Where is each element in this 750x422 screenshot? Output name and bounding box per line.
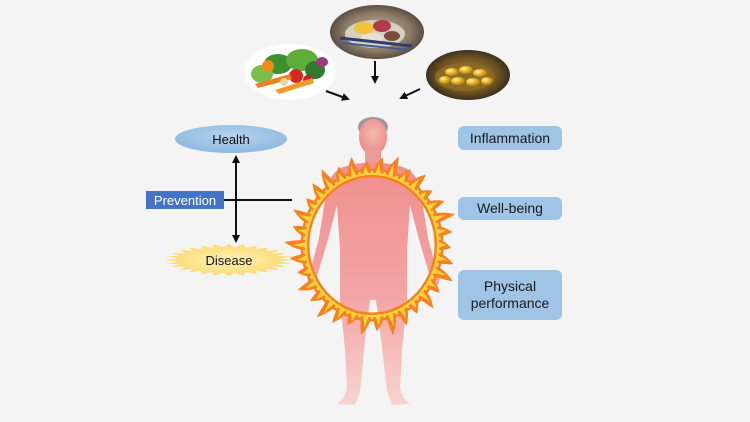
flame-core (375, 316, 381, 326)
flame-core (324, 301, 334, 313)
vegetables-image (244, 44, 336, 100)
wellbeing-label: Well-being (477, 200, 543, 216)
flame-core (292, 242, 305, 248)
flame-core (305, 280, 317, 289)
health-ellipse: Health (175, 125, 287, 153)
physical-label-line2: performance (470, 295, 550, 311)
flame-core (419, 191, 427, 199)
flame-tongue (289, 253, 308, 264)
flame-tongue (436, 226, 453, 237)
disease-label: Disease (206, 253, 253, 268)
capsules-image (426, 50, 510, 100)
flame-tongue (360, 316, 371, 335)
flame-core (387, 163, 394, 177)
flame-tongue (385, 312, 397, 336)
prevention-label: Prevention (146, 191, 224, 209)
inflammation-label: Inflammation (469, 129, 551, 146)
physical-label-line1: Physical (483, 278, 537, 294)
flame-core (363, 166, 369, 174)
human-body-figure (307, 117, 440, 405)
flame-core (315, 189, 325, 199)
flame-core (427, 280, 437, 288)
flame-core (399, 172, 406, 182)
physical-performance-box: Physical performance (458, 270, 562, 320)
flame-core (363, 316, 369, 328)
flame-core (410, 178, 420, 189)
flame-core (308, 203, 317, 210)
flame-tongue (310, 289, 326, 301)
flame-core (433, 268, 447, 276)
flame-tongue (373, 157, 384, 174)
flame-core (350, 165, 357, 177)
inflammation-box: Inflammation (458, 126, 562, 150)
flame-tongue (336, 166, 347, 183)
flame-tongue (397, 307, 409, 326)
flame-tongue (373, 316, 384, 332)
flame-core (399, 308, 407, 319)
wellbeing-box: Well-being (458, 197, 562, 220)
flame-core (387, 313, 394, 327)
fire-ring (284, 156, 455, 336)
arrow-capsules (399, 88, 421, 100)
flame-core (302, 268, 311, 274)
flame-core (375, 163, 381, 174)
flame-tongue (292, 226, 308, 237)
flame-core (437, 229, 447, 235)
flame-core (427, 201, 438, 210)
arrow-vegetables (325, 90, 350, 101)
flame-tongue (418, 190, 433, 201)
flame-tongue (297, 266, 312, 277)
flame-core (351, 313, 357, 322)
flame-core (437, 255, 448, 261)
flame-core (299, 215, 311, 222)
flame-tongue (297, 278, 318, 291)
flame-tongue (408, 299, 419, 314)
flame-tongue (436, 253, 454, 265)
health-label: Health (212, 132, 250, 147)
flame-core (439, 242, 447, 248)
disease-burst: Disease (165, 244, 293, 276)
flame-core (419, 291, 430, 301)
flame-tongue (432, 212, 455, 224)
flame-core (297, 229, 307, 235)
flame-core (316, 291, 325, 300)
flame-core (324, 177, 334, 189)
food-plate-image (330, 5, 424, 59)
flame-core (410, 301, 417, 309)
flame-core (338, 172, 345, 182)
flame-core (337, 308, 345, 319)
flame-core (296, 255, 307, 261)
flame-tongue (348, 157, 359, 178)
flame-core (433, 214, 447, 222)
